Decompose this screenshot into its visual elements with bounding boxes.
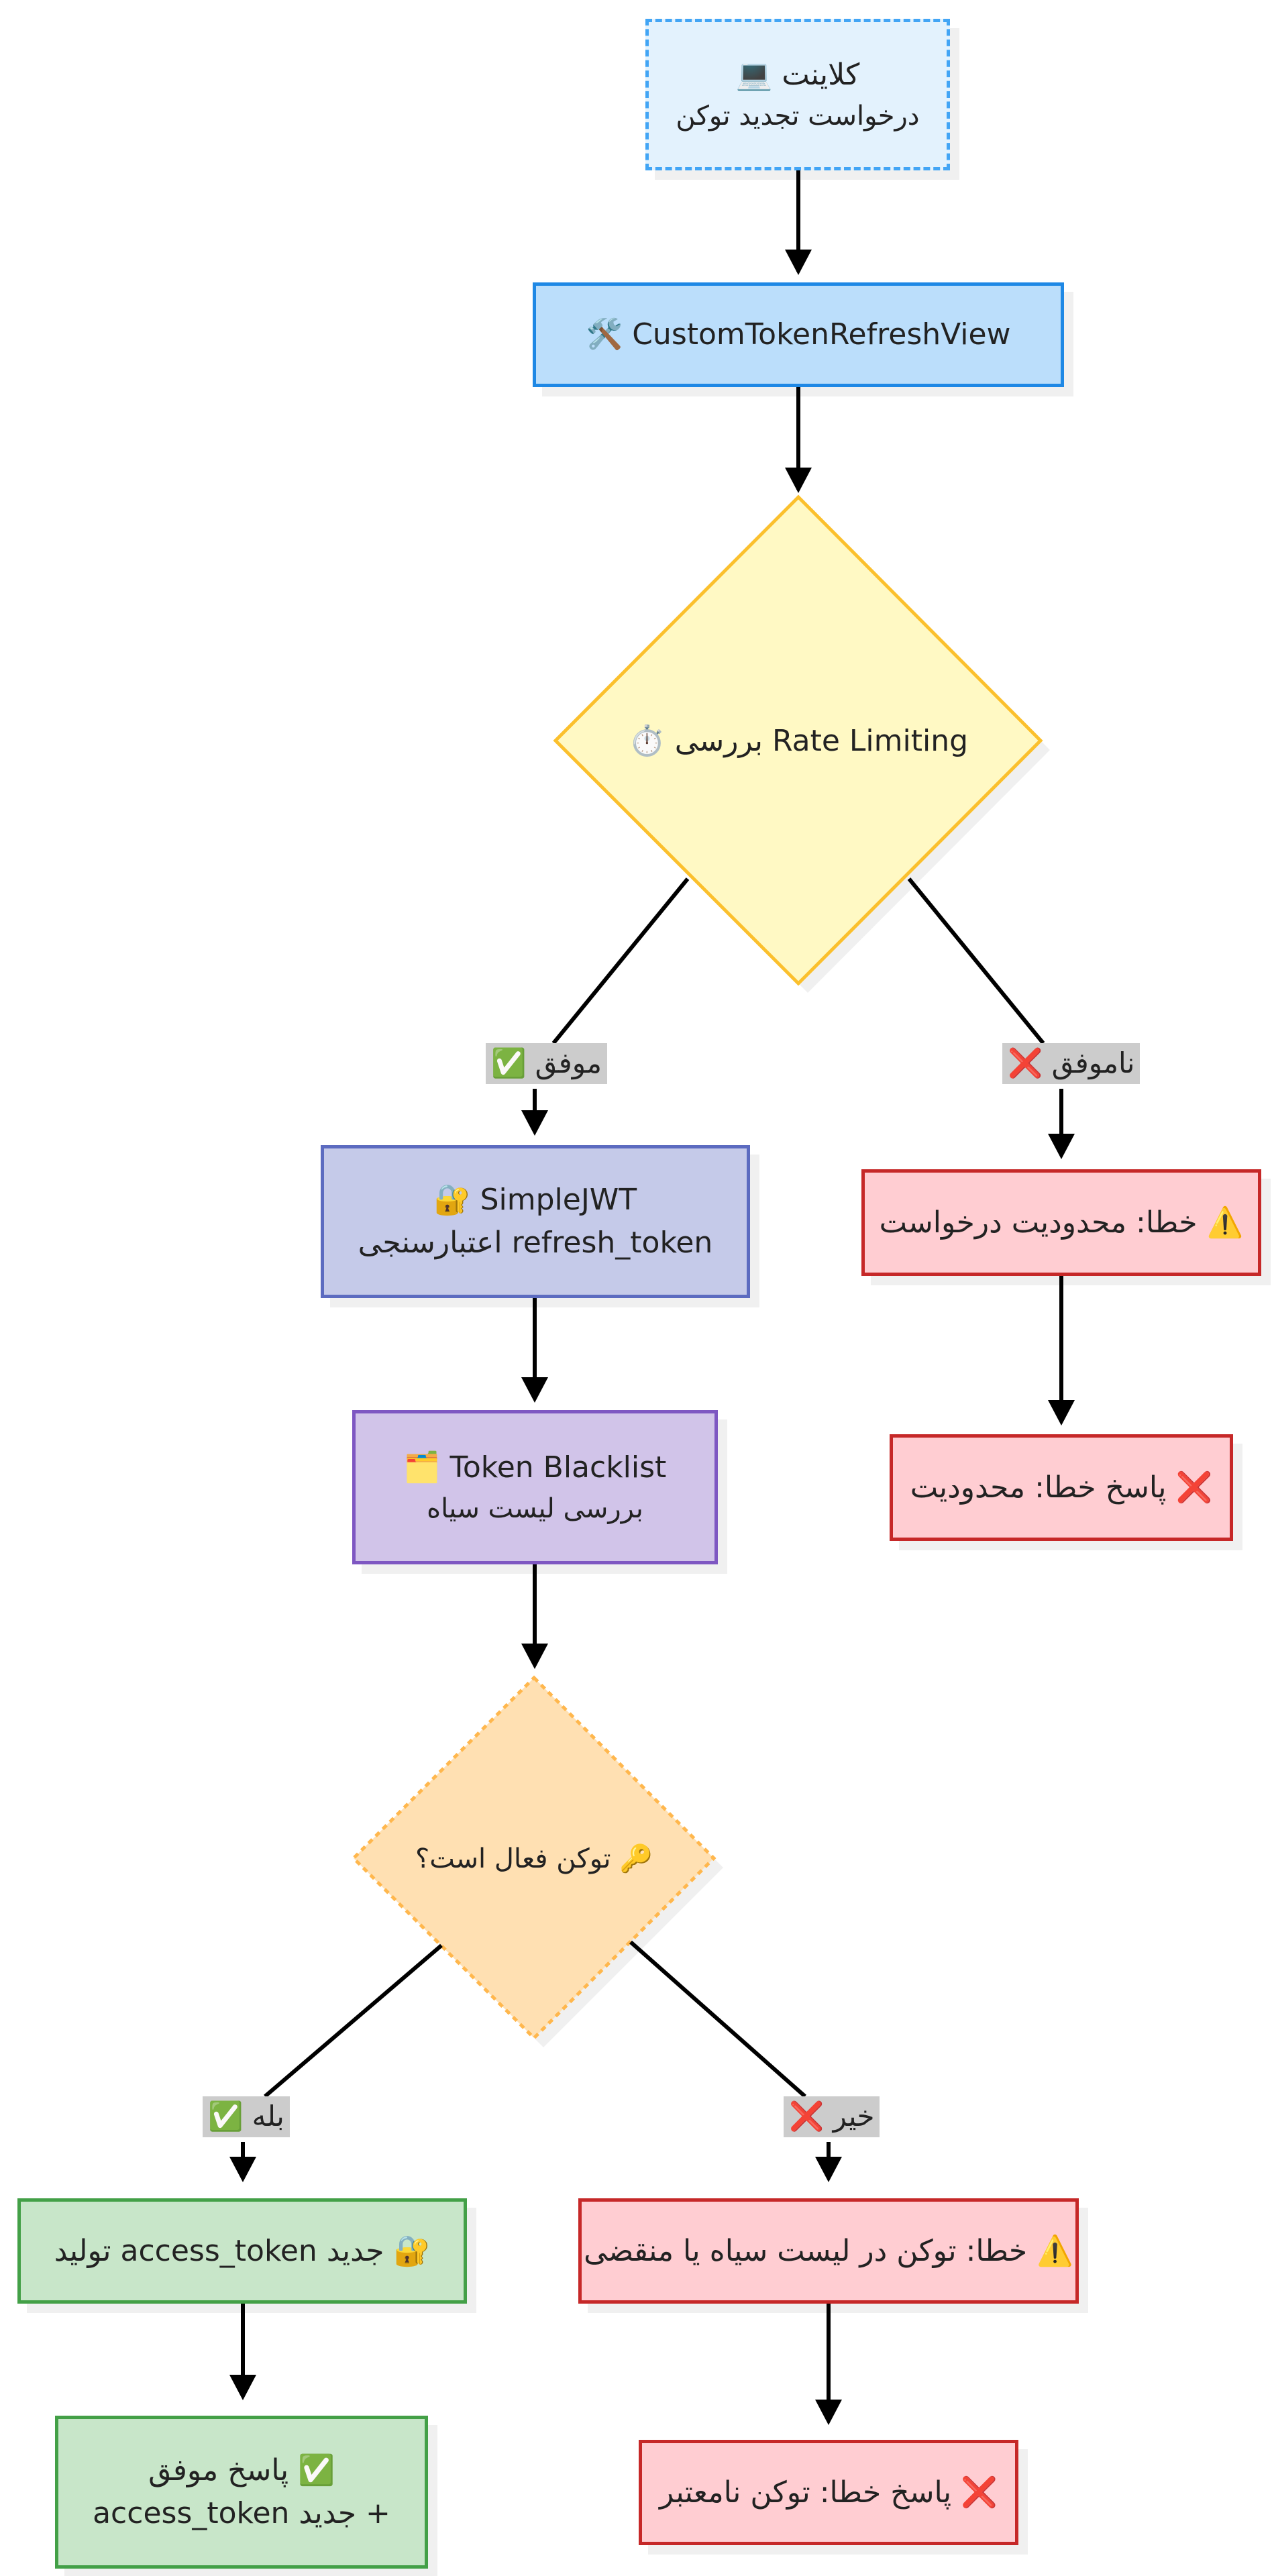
- rate-response-node[interactable]: پاسخ خطا: محدودیت ❌: [890, 1434, 1233, 1541]
- rate-response-label: پاسخ خطا: محدودیت ❌: [910, 1470, 1213, 1505]
- arrowhead-invalid: [815, 2400, 842, 2425]
- simplejwt-node[interactable]: 🔐 SimpleJWT اعتبارسنجی refresh_token: [321, 1145, 750, 1298]
- arrowhead-success: [229, 2375, 256, 2400]
- edge-active-no-upper: [629, 1940, 806, 2098]
- client-title: 💻 کلاینت: [735, 58, 860, 93]
- blacklist-error-label: خطا: توکن در لیست سیاه یا منقضی ⚠️: [584, 2233, 1073, 2268]
- simplejwt-subtitle: اعتبارسنجی refresh_token: [358, 1226, 713, 1260]
- blacklist-error-node[interactable]: خطا: توکن در لیست سیاه یا منقضی ⚠️: [578, 2198, 1079, 2304]
- success-response-node[interactable]: پاسخ موفق ✅ access_token جدید +: [55, 2416, 428, 2569]
- arrowhead-active: [521, 1644, 548, 1669]
- blacklist-subtitle: بررسی لیست سیاه: [427, 1493, 643, 1524]
- arrowhead-rate-response: [1048, 1400, 1075, 1426]
- arrowhead-jwt: [521, 1110, 548, 1136]
- rate-fail-label: ❌ ناموفق: [1002, 1043, 1141, 1084]
- rate-error-label: خطا: محدودیت درخواست ⚠️: [879, 1205, 1244, 1240]
- simplejwt-title: 🔐 SimpleJWT: [433, 1183, 637, 1218]
- edge-rate-ok-upper: [551, 877, 690, 1044]
- rate-ok-label: ✅ موفق: [486, 1043, 607, 1084]
- rate-limit-label: ⏱️ بررسی Rate Limiting: [628, 724, 969, 758]
- blacklist-node[interactable]: 🗂️ Token Blacklist بررسی لیست سیاه: [352, 1410, 718, 1564]
- client-subtitle: درخواست تجدید توکن: [676, 100, 920, 131]
- rate-limit-diamond[interactable]: [553, 494, 1043, 986]
- refresh-view-label: 🛠️ CustomTokenRefreshView: [586, 317, 1011, 352]
- refresh-view-node[interactable]: 🛠️ CustomTokenRefreshView: [533, 282, 1064, 387]
- token-active-label: توکن فعال است؟ 🔑: [415, 1843, 653, 1874]
- generate-token-label: تولید access_token جدید 🔐: [54, 2233, 431, 2268]
- arrowhead-blacklist: [521, 1377, 548, 1403]
- client-node[interactable]: 💻 کلاینت درخواست تجدید توکن: [645, 19, 950, 170]
- arrowhead-view: [785, 250, 812, 275]
- invalid-response-node[interactable]: پاسخ خطا: توکن نامعتبر ❌: [639, 2440, 1018, 2545]
- success-title: پاسخ موفق ✅: [148, 2453, 335, 2488]
- arrowhead-blacklist-error: [815, 2157, 842, 2182]
- active-no-label: ❌ خیر: [784, 2096, 880, 2137]
- success-subtitle: access_token جدید +: [93, 2496, 390, 2530]
- arrowhead-rate-error: [1048, 1134, 1075, 1159]
- token-active-diamond[interactable]: [351, 1675, 717, 2041]
- edge-rate-fail-upper: [907, 877, 1045, 1044]
- rate-error-node[interactable]: خطا: محدودیت درخواست ⚠️: [861, 1169, 1261, 1276]
- arrowhead-generate: [229, 2157, 256, 2182]
- generate-token-node[interactable]: تولید access_token جدید 🔐: [17, 2198, 467, 2304]
- invalid-response-label: پاسخ خطا: توکن نامعتبر ❌: [659, 2475, 998, 2510]
- active-yes-label: ✅ بله: [203, 2096, 290, 2137]
- edge-active-yes-upper: [264, 1943, 443, 2098]
- blacklist-title: 🗂️ Token Blacklist: [403, 1450, 667, 1485]
- arrowhead-rate: [785, 468, 812, 493]
